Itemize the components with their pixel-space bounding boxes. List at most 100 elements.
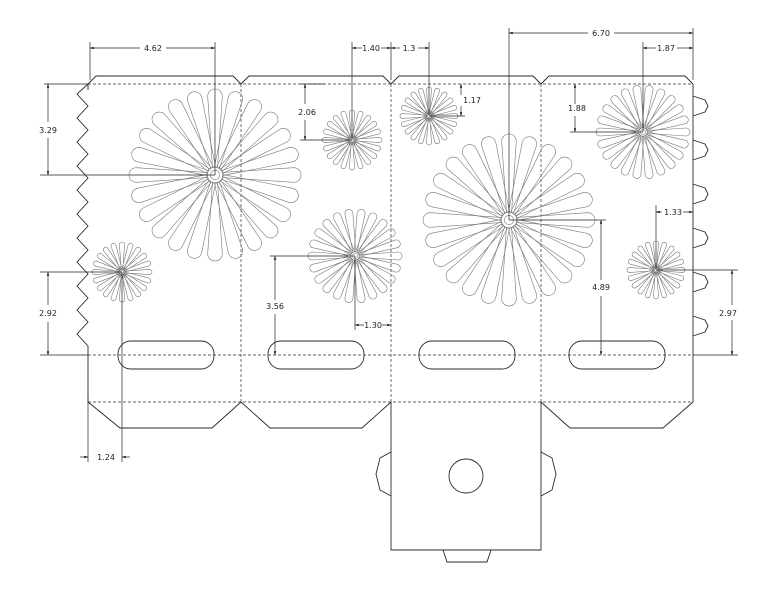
flower-petal — [655, 271, 667, 298]
flower-petal — [220, 176, 291, 222]
flower-petal — [401, 115, 428, 127]
flower-petal — [168, 99, 214, 170]
flower-petal — [410, 117, 429, 141]
flower-petal — [351, 141, 364, 169]
flower-petal — [631, 251, 655, 270]
flower-petal — [121, 273, 134, 301]
flower-petal — [430, 115, 457, 127]
bottom-base-panel — [390, 402, 542, 551]
flower-petal — [657, 270, 681, 289]
flower-petal — [646, 127, 691, 137]
flower-petal — [643, 134, 666, 176]
flower-petal — [516, 212, 596, 228]
flower-petal — [602, 104, 641, 132]
right-tabs — [692, 95, 709, 337]
flower-petal — [462, 144, 508, 215]
flower-petal — [321, 137, 350, 143]
bottom-flap-4 — [540, 396, 694, 429]
flower-petal — [426, 118, 432, 146]
base-hole — [448, 458, 484, 494]
dim-1-17: 1.17 — [463, 96, 481, 105]
top-flap-1 — [87, 75, 242, 85]
flower-petal — [404, 97, 428, 116]
top-flap-2 — [240, 75, 392, 85]
flower-petal — [645, 242, 657, 269]
flower-petal — [628, 269, 655, 281]
flower-petal — [326, 121, 351, 140]
flower-small-left — [91, 241, 153, 303]
flower-petal — [433, 173, 504, 219]
dim-1-24: 1.24 — [97, 453, 115, 462]
flower-petal — [426, 86, 432, 114]
flower-petal — [445, 156, 506, 217]
flower-cutouts — [91, 85, 691, 307]
flower-petal — [340, 141, 353, 169]
flower-medium-center — [307, 209, 403, 303]
flower-petal — [122, 273, 141, 298]
dim-1-30: 1.30 — [364, 321, 382, 330]
flower-petal — [401, 105, 428, 117]
flower-petal — [658, 267, 686, 273]
flower-petal — [123, 260, 151, 273]
dimension-lines: 4.62 1.40 1.3 6.70 1.87 3.29 2 — [39, 28, 738, 462]
flower-petal — [430, 105, 457, 117]
flower-petal — [628, 259, 655, 271]
flower-petal — [399, 113, 427, 119]
flower-petal — [332, 212, 355, 254]
flower-petal — [309, 255, 352, 273]
flower-petal — [309, 239, 352, 257]
flower-petal — [119, 274, 125, 303]
flower-petal — [349, 109, 355, 138]
dim-1-3: 1.3 — [403, 44, 416, 53]
flower-small-top-mid — [399, 86, 459, 146]
flower-petal — [356, 257, 388, 293]
flower-petal — [340, 111, 353, 139]
flower-petal — [508, 136, 537, 214]
flower-petal — [515, 192, 593, 221]
flower-petal — [430, 97, 454, 116]
flower-petal — [657, 251, 681, 270]
flower-petal — [637, 245, 656, 269]
flower-petal — [128, 167, 208, 183]
dim-2-97: 2.97 — [719, 309, 737, 318]
dim-3-29: 3.29 — [39, 126, 57, 135]
flower-petal — [418, 117, 430, 144]
flower-large-left — [128, 88, 302, 262]
flower-petal — [514, 221, 585, 267]
flower-petal — [657, 269, 684, 281]
bottom-flap-2 — [240, 401, 392, 429]
dim-4-62: 4.62 — [144, 44, 162, 53]
dim-1-40: 1.40 — [362, 44, 380, 53]
dim-3-56: 3.56 — [266, 302, 284, 311]
flower-petal — [333, 114, 352, 139]
flower-petal — [610, 95, 642, 131]
fold-lines — [88, 83, 693, 403]
bottom-flap-1 — [87, 396, 242, 429]
flower-petal — [103, 273, 122, 298]
flower-petal — [121, 243, 134, 271]
dim-1-88: 1.88 — [568, 104, 586, 113]
flower-petal — [207, 88, 223, 168]
flower-petal — [353, 128, 381, 141]
flower-petal — [355, 212, 378, 254]
flower-petal — [358, 255, 401, 273]
flower-petal — [139, 128, 210, 174]
flower-petal — [123, 272, 148, 291]
dim-1-87: 1.87 — [657, 44, 675, 53]
flower-petal — [187, 91, 216, 169]
flower-petal — [595, 127, 640, 137]
flower-petal — [657, 259, 684, 271]
flower-petal — [353, 140, 378, 159]
flower-petal — [110, 243, 123, 271]
flower-petal — [93, 260, 121, 273]
flower-petal — [131, 174, 209, 203]
flower-petal — [462, 225, 508, 296]
flower-petal — [645, 132, 684, 160]
flower-petal — [508, 226, 537, 304]
flower-petal — [314, 256, 353, 284]
flower-petal — [610, 133, 642, 169]
flower-petal — [646, 115, 689, 133]
flower-petal — [429, 117, 448, 141]
flower-petal — [422, 212, 502, 228]
flower-petal — [646, 131, 689, 149]
